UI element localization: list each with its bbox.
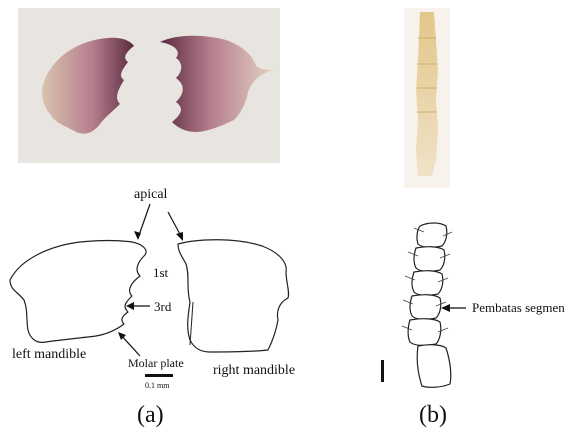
segment-divider-arrowhead <box>441 304 450 312</box>
antenna-drawing <box>381 223 466 387</box>
mandible-photo <box>18 8 280 163</box>
antenna-segment-6 <box>417 345 451 388</box>
molar-plate-label: Molar plate <box>128 356 184 370</box>
antenna-segment-4 <box>410 295 441 320</box>
antenna-segment-3 <box>412 271 443 296</box>
third-arrowhead <box>126 302 134 310</box>
right-mandible-outline <box>178 240 289 352</box>
panel-a-caption: (a) <box>137 402 164 428</box>
antenna-photo <box>404 8 450 188</box>
antenna-photo-shape <box>416 12 438 176</box>
left-mandible-label: left mandible <box>12 347 86 362</box>
apical-arrowhead-right <box>176 232 183 241</box>
third-tooth-label: 3rd <box>154 299 172 314</box>
first-tooth-label: 1st <box>153 265 169 280</box>
left-mandible-outline <box>10 241 146 343</box>
segment-divider-label: Pembatas segmen <box>472 300 565 315</box>
scale-label: 0.1 mm <box>145 381 170 390</box>
antenna-scale-bar <box>381 360 384 382</box>
antenna-segment-2 <box>414 247 445 272</box>
antenna-segment-1 <box>417 223 447 247</box>
antenna-segment-5 <box>408 319 441 346</box>
panel-b-caption: (b) <box>419 402 447 428</box>
scale-bar <box>145 374 173 377</box>
right-mandible-label: right mandible <box>213 363 295 378</box>
apical-label: apical <box>134 187 168 202</box>
